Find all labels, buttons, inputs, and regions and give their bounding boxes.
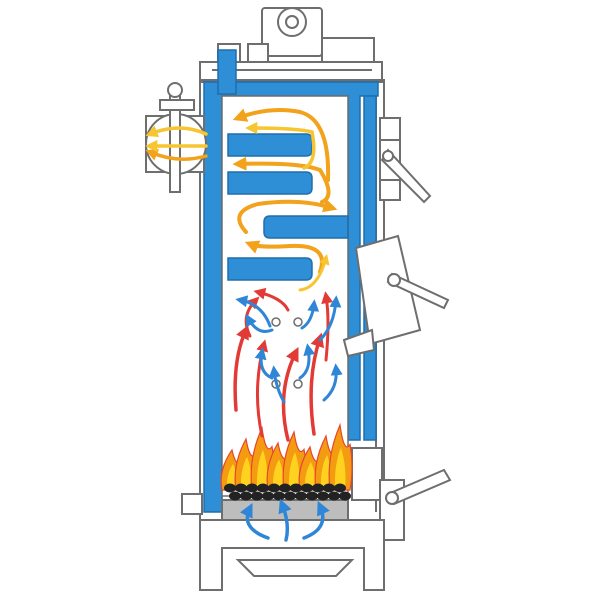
air-arrow	[300, 299, 320, 330]
coal-piece	[323, 483, 335, 493]
air-arrow	[268, 365, 286, 404]
flames	[220, 422, 353, 491]
flame-core-3	[256, 449, 268, 490]
air-arrow	[245, 313, 274, 333]
coal-piece	[301, 483, 313, 493]
heat-exchanger-baffles	[227, 133, 349, 281]
coal-piece	[240, 491, 252, 501]
air-arrow	[322, 363, 343, 402]
coal-piece	[229, 491, 241, 501]
flame-core-8	[334, 447, 346, 490]
coal-piece	[317, 491, 329, 501]
ash-pit	[199, 519, 385, 591]
coal-piece	[246, 483, 258, 493]
flame-core-4	[272, 459, 284, 490]
flame-core-5	[288, 452, 300, 490]
flame-core-2	[240, 456, 252, 490]
primary-air-arrow	[278, 498, 292, 542]
coal-piece	[306, 491, 318, 501]
hot-flow-arrow	[298, 253, 330, 292]
coal-piece	[339, 491, 351, 501]
coal-piece	[334, 483, 346, 493]
primary-air-arrow	[239, 502, 270, 540]
coal-piece	[295, 491, 307, 501]
rising-gas-arrow	[233, 324, 249, 412]
baffle-1	[227, 133, 313, 157]
hot-flow-arrow	[237, 198, 338, 234]
coal-piece	[312, 483, 324, 493]
rising-gas-arrow	[253, 287, 290, 312]
upper-door	[379, 117, 432, 204]
coal-piece	[279, 483, 291, 493]
rising-gas-arrow	[309, 332, 324, 436]
middle-door	[342, 234, 450, 358]
rising-gas-arrow	[281, 346, 299, 442]
exhaust-arrow	[145, 125, 208, 137]
hot-flow-arrow	[232, 108, 331, 182]
air-arrow	[318, 295, 342, 342]
coal-bed	[224, 483, 351, 501]
fan-motor	[321, 37, 375, 65]
coal-piece	[290, 483, 302, 493]
flue-outlet	[145, 82, 207, 193]
coal-piece	[273, 491, 285, 501]
primary-air-arrow	[302, 500, 330, 540]
hot-flow-arrow	[232, 156, 331, 204]
coal-piece	[224, 483, 236, 493]
baffle-2	[227, 171, 313, 195]
hot-flow-arrow	[245, 121, 316, 170]
rising-gas-arrow	[321, 291, 334, 362]
baffle-4	[227, 257, 313, 281]
flame-core-6	[304, 462, 316, 490]
air-arrow	[235, 295, 272, 328]
coal-piece	[262, 491, 274, 501]
flow-arrows	[145, 108, 343, 542]
coal-piece	[284, 491, 296, 501]
air-arrow	[298, 343, 316, 380]
loading-door	[354, 234, 422, 346]
exhaust-arrow	[145, 149, 208, 161]
coal-piece	[328, 491, 340, 501]
base	[181, 493, 385, 591]
coal-piece	[235, 483, 247, 493]
coal-piece	[268, 483, 280, 493]
baffle-3	[263, 215, 349, 239]
fan-housing	[247, 7, 375, 65]
coal-piece	[251, 491, 263, 501]
coal-piece	[257, 483, 269, 493]
